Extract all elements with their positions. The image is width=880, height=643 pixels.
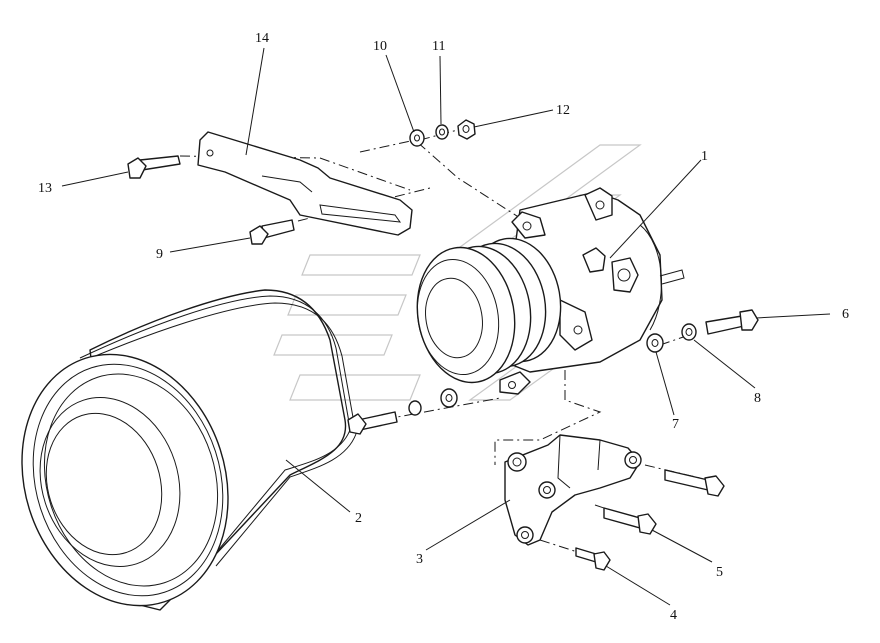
callout-labels: 1 2 3 4 5 6 7 8 9 10 11 12 13 14 xyxy=(38,31,849,623)
callout-2: 2 xyxy=(355,511,362,526)
callout-10: 10 xyxy=(373,39,387,54)
callout-1: 1 xyxy=(701,149,708,164)
drive-belt xyxy=(21,289,357,611)
callout-9: 9 xyxy=(156,247,163,262)
callout-4: 4 xyxy=(670,608,677,623)
lower-bracket xyxy=(504,434,642,546)
callout-5: 5 xyxy=(716,565,723,580)
fasteners xyxy=(127,119,759,571)
callout-8: 8 xyxy=(754,391,761,406)
callout-14: 14 xyxy=(255,31,269,46)
callout-6: 6 xyxy=(842,307,849,322)
callout-7: 7 xyxy=(672,417,679,432)
callout-12: 12 xyxy=(556,103,570,118)
leader-lines xyxy=(61,47,831,606)
callout-11: 11 xyxy=(432,39,445,54)
ac-compressor xyxy=(416,187,685,395)
callout-3: 3 xyxy=(416,552,423,567)
callout-13: 13 xyxy=(38,181,52,196)
upper-bracket xyxy=(197,131,413,236)
